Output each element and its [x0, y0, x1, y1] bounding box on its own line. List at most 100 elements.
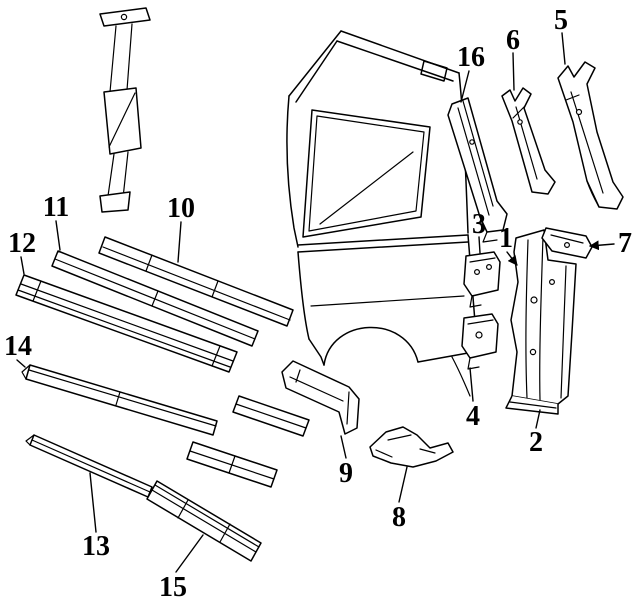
small-bar-a-edge [235, 403, 307, 429]
part-8-drawing [369, 426, 454, 468]
callout-8-label: 8 [392, 502, 406, 533]
front-lower-corner [308, 338, 325, 366]
callout-6-leader [512, 52, 515, 91]
pillar-brace-line [108, 92, 136, 148]
rail-10-tick-a [145, 254, 153, 272]
small-bar-b-tick [228, 455, 236, 474]
bracket-4-hole [475, 331, 483, 339]
lock-pillar-outline [510, 229, 577, 405]
wheel-arch [323, 326, 419, 366]
part-5-drawing [557, 61, 624, 210]
rail-12-edge-line-b [17, 289, 231, 368]
bracket-3-outline [463, 251, 501, 297]
rocker-bottom [417, 352, 469, 363]
front-edge [286, 95, 299, 248]
brace-6-outline [501, 87, 556, 195]
callout-3-label: 3 [472, 209, 486, 240]
bracket-4-edge [467, 319, 494, 325]
pillar-lower-left [107, 153, 115, 197]
small-bar-b-drawing [186, 441, 278, 488]
rail-12-endcap-right [211, 345, 221, 367]
bracket-3-hole-b [486, 264, 493, 271]
part-6-drawing [501, 87, 556, 195]
callout-1-leader [506, 251, 518, 266]
callout-7-label: 7 [618, 228, 632, 259]
brace-16-foot [482, 231, 498, 243]
part-10-drawing [98, 236, 294, 327]
part-3-drawing [463, 251, 501, 308]
callout-12-leader [20, 256, 25, 275]
callout-16-leader [460, 70, 470, 103]
part-12-drawing [15, 274, 238, 373]
callout-11-label: 11 [43, 192, 69, 223]
rail-11-tick [151, 290, 159, 307]
part-15-drawing [146, 480, 262, 562]
part-14-drawing [21, 364, 218, 436]
bracket-3-edge [469, 257, 496, 263]
brace-6-edge [515, 106, 538, 180]
bracket-3-hole-a [474, 269, 481, 276]
callout-6-label: 6 [506, 25, 520, 56]
brace-6-fork-line [512, 105, 526, 119]
beltline-upper [297, 234, 469, 246]
rear-flare-line [451, 356, 471, 397]
channel-9-lip [346, 391, 350, 425]
strip-13-edge [31, 439, 151, 493]
rail-10-tick-b [211, 280, 219, 298]
brace-5-hole [575, 108, 583, 116]
callout-7-leader [589, 240, 615, 251]
lock-pillar-hole-c [548, 279, 555, 286]
strip-13-tip [25, 434, 35, 446]
callout-4-leader [469, 367, 474, 402]
bracket-8-flange [375, 449, 393, 458]
roof-lower-line [336, 40, 454, 82]
rail-14-tip [21, 364, 31, 380]
callout-13-leader [89, 472, 97, 533]
lock-pillar-flange [560, 265, 567, 399]
part-16-drawing [447, 97, 508, 243]
callout-leaders [16, 32, 615, 573]
callout-numbers: 1 2 3 4 5 6 7 8 9 10 11 12 13 14 15 16 [4, 5, 632, 603]
brace-5-fork-line [565, 94, 580, 101]
bracket-7-edge [550, 234, 584, 244]
callout-2-label: 2 [529, 427, 543, 458]
a-pillar-front-line [288, 30, 342, 97]
bracket-3-tab [469, 295, 482, 308]
roof-marker-box [420, 60, 448, 82]
callout-2-leader [535, 409, 541, 429]
bar-15-edge-b [154, 484, 260, 548]
brace-5-outline [557, 61, 624, 210]
bracket-7-hole [563, 242, 570, 249]
callout-11-leader [55, 220, 61, 251]
callout-15-label: 15 [159, 572, 187, 603]
rail-14-outline [25, 364, 218, 436]
rail-12-endcap-left [32, 280, 42, 302]
pillar-foot [99, 191, 131, 213]
pillar-stem-left [109, 25, 117, 93]
bar-15-edge-a [151, 489, 257, 553]
channel-9-tick [295, 369, 301, 383]
callout-16-label: 16 [457, 42, 485, 73]
callout-12-label: 12 [8, 228, 36, 259]
brace-16-hole [469, 139, 475, 145]
callout-3-leader [478, 236, 481, 254]
rail-10-edge-line [102, 246, 291, 321]
beltline-lower [297, 241, 469, 253]
pillar-lower-right [122, 151, 129, 199]
van-body-drawing [286, 30, 478, 397]
callout-5-leader [561, 32, 566, 65]
part-13-drawing [25, 434, 153, 498]
callout-1-label: 1 [499, 223, 513, 254]
lock-pillar-hole-a [530, 296, 538, 304]
pillar-top-hole [120, 13, 128, 21]
callout-10-label: 10 [167, 193, 195, 224]
rail-14-edge-line [28, 369, 217, 427]
rail-10-outline [98, 236, 294, 327]
a-pillar-rear-line [295, 40, 338, 103]
callout-13-label: 13 [82, 531, 110, 562]
bracket-8-edge [387, 434, 412, 441]
callout-4-label: 4 [466, 401, 480, 432]
callout-8-leader [398, 466, 408, 503]
